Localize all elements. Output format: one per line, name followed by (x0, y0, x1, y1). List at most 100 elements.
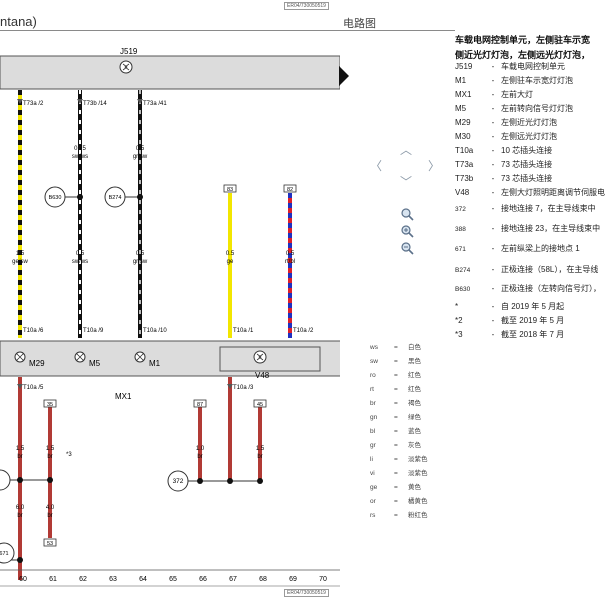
connection-53 (43, 538, 57, 547)
legend-row: T10a-10 芯插头连接 (455, 146, 553, 155)
wire-color-label: sw/ws (72, 154, 88, 160)
pin-t10a-10: T10a /10 (143, 328, 167, 334)
svg-text:sw/ws: sw/ws (72, 259, 88, 265)
connection-35 (43, 399, 57, 408)
svg-text:67: 67 (229, 576, 237, 583)
legend-row: 372-接地连接 7，在主导线束中 (455, 204, 596, 213)
svg-text:671: 671 (0, 551, 9, 557)
pin-t10a-9: T10a /9 (83, 328, 104, 334)
zoom-in-icon[interactable] (400, 224, 414, 238)
svg-text:ge/sw: ge/sw (12, 259, 28, 265)
legend-row: 671-左前纵梁上的接地点 1 (455, 244, 580, 253)
color-code-row: ws=白色 (370, 344, 421, 351)
pin-t73b-14: T73b /14 (83, 101, 107, 107)
legend-row: *2-截至 2019 年 5 月 (455, 316, 565, 325)
svg-text:65: 65 (169, 576, 177, 583)
svg-text:B630: B630 (49, 195, 62, 201)
pin-t10a-5: T10a /5 (23, 385, 44, 391)
svg-text:70: 70 (319, 576, 327, 583)
color-code-row: ro=红色 (370, 372, 421, 379)
svg-text:br: br (17, 513, 22, 519)
pan-left-icon[interactable]: 〈 (370, 159, 383, 173)
v48-box (219, 346, 321, 372)
svg-text:45: 45 (257, 402, 263, 408)
svg-text:68: 68 (259, 576, 267, 583)
svg-text:1.5: 1.5 (16, 251, 25, 257)
legend-row: *-自 2019 年 5 月起 (455, 302, 565, 311)
page-title: 电路图 (343, 18, 376, 30)
legend-heading: 车载电网控制单元，左侧驻车示宽 侧近光灯灯泡，左侧远光灯灯泡， (455, 35, 591, 60)
pin-t73a-2: T73a /2 (23, 101, 44, 107)
mx1-label: MX1 (115, 392, 132, 401)
svg-text:gr/sw: gr/sw (133, 259, 148, 265)
svg-text:4.0: 4.0 (46, 505, 55, 511)
svg-text:1.5: 1.5 (46, 446, 55, 452)
pan-up-icon[interactable]: ︿ (400, 143, 413, 157)
color-code-row: gr=灰色 (370, 442, 421, 449)
zoom-fit-icon[interactable] (400, 207, 414, 221)
color-code-row: or=橘黄色 (370, 498, 428, 505)
doc-code-bottom: ER04/730050519 (284, 589, 329, 597)
svg-text:br: br (47, 513, 52, 519)
svg-text:br: br (47, 454, 52, 460)
legend-row: V48-左侧大灯照明距离调节伺服电 (455, 188, 605, 197)
svg-text:66: 66 (199, 576, 207, 583)
next-page-arrow-icon[interactable] (338, 66, 350, 86)
wire-size-label: 0.5 (136, 146, 145, 152)
svg-text:ge: ge (227, 259, 234, 265)
pin-t10a-3: T10a /3 (233, 385, 254, 391)
svg-text:60: 60 (19, 576, 27, 583)
svg-text:0.5: 0.5 (226, 251, 235, 257)
svg-text:61: 61 (49, 576, 57, 583)
m1-label: M1 (149, 359, 161, 368)
legend-row: B274-正极连接（58L），在主导线 (455, 265, 599, 274)
color-code-row: gn=绿色 (370, 414, 421, 421)
pan-down-icon[interactable]: ﹀ (400, 175, 413, 189)
color-code-row: bl=蓝色 (370, 428, 421, 435)
svg-text:35: 35 (47, 402, 53, 408)
legend-row: B630-正极连接（左转向信号灯）， (455, 284, 601, 293)
legend-row: 388-接地连接 23，在主导线束中 (455, 224, 601, 233)
legend-row: M29-左侧近光灯灯泡 (455, 118, 557, 127)
wire-size-label: 0.75 (74, 146, 86, 152)
color-code-row: ge=黄色 (370, 484, 421, 491)
svg-text:82: 82 (287, 187, 293, 193)
legend-row: M5-左前转向信号灯灯泡 (455, 104, 573, 113)
svg-text:83: 83 (227, 187, 233, 193)
svg-text:53: 53 (47, 541, 53, 547)
connection-45 (253, 399, 267, 408)
pan-right-icon[interactable]: 〉 (428, 159, 441, 173)
svg-text:372: 372 (173, 478, 184, 485)
doc-code-top: ER04/730050519 (284, 2, 329, 10)
color-code-row: rs=粉红色 (370, 512, 428, 519)
zoom-out-icon[interactable] (400, 241, 414, 255)
j519-symbol-icon (119, 60, 133, 74)
svg-text:rt/bl: rt/bl (285, 259, 295, 265)
svg-text:1.0: 1.0 (196, 446, 205, 452)
connection-83 (223, 184, 237, 193)
legend-row: M1-左侧驻车示宽灯灯泡 (455, 76, 573, 85)
m5-label: M5 (89, 359, 101, 368)
color-code-row: vi=淡紫色 (370, 470, 428, 477)
svg-text:B274: B274 (109, 195, 122, 201)
svg-text:br: br (197, 454, 202, 460)
wiring-diagram: J519 T73a /2 T73b /14 T73a /41 0.75 sw/w… (0, 47, 340, 587)
svg-text:br: br (17, 454, 22, 460)
legend-row: J519-车载电网控制单元 (455, 62, 565, 71)
j519-label: J519 (120, 47, 138, 56)
svg-text:87: 87 (197, 402, 203, 408)
pin-t73a-41: T73a /41 (143, 101, 167, 107)
svg-text:0.5: 0.5 (136, 251, 145, 257)
legend-row: M30-左侧远光灯灯泡 (455, 132, 557, 141)
svg-text:69: 69 (289, 576, 297, 583)
svg-text:62: 62 (79, 576, 87, 583)
ground-388-partial (0, 469, 11, 491)
j519-module (0, 55, 340, 90)
legend-row: *3-截至 2018 年 7 月 (455, 330, 565, 339)
color-code-row: br=褐色 (370, 400, 421, 407)
header-divider (0, 30, 455, 31)
svg-text:1.5: 1.5 (256, 446, 265, 452)
ground-671 (0, 542, 15, 564)
m29-label: M29 (29, 359, 45, 368)
wire-color-label: gr/sw (133, 154, 148, 160)
